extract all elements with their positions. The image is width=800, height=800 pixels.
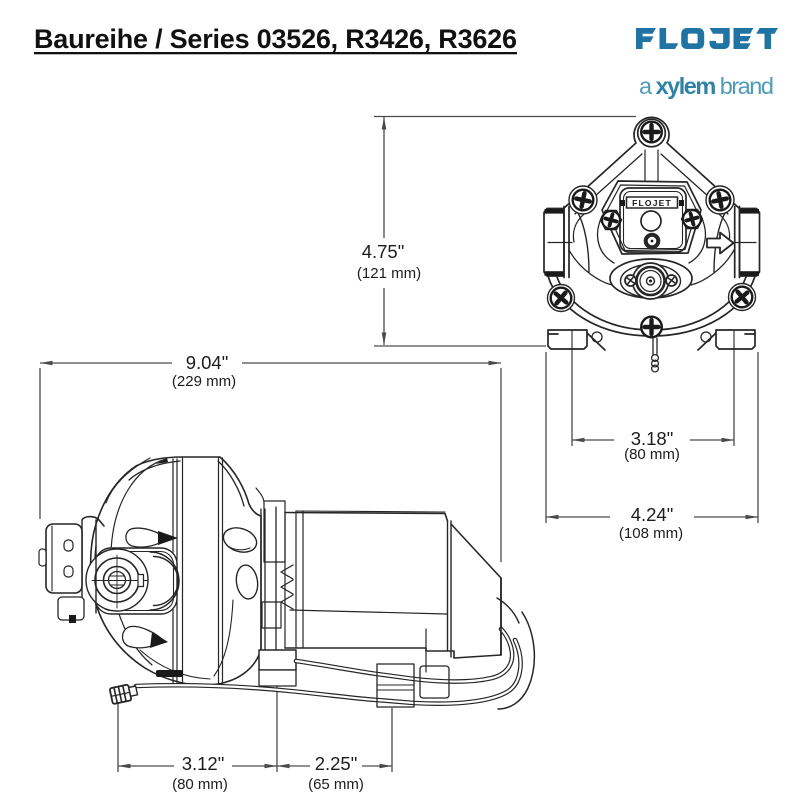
svg-text:4.24": 4.24" — [631, 504, 674, 525]
svg-text:(108 mm): (108 mm) — [619, 525, 683, 542]
svg-text:(80 mm): (80 mm) — [624, 446, 680, 463]
svg-text:4.75": 4.75" — [362, 241, 405, 262]
svg-text:(65 mm): (65 mm) — [308, 776, 364, 793]
svg-text:9.04": 9.04" — [186, 352, 229, 373]
svg-text:(229 mm): (229 mm) — [172, 373, 236, 390]
svg-text:3.12": 3.12" — [182, 753, 225, 774]
svg-text:FLOJET: FLOJET — [632, 198, 672, 208]
svg-text:3.18": 3.18" — [631, 428, 674, 449]
svg-text:Baureihe / Series 03526, R3426: Baureihe / Series 03526, R3426, R3626 — [34, 24, 517, 54]
svg-text:(80 mm): (80 mm) — [172, 776, 228, 793]
svg-text:2.25": 2.25" — [315, 753, 358, 774]
svg-text:(121 mm): (121 mm) — [357, 265, 421, 282]
svg-text:a xylem brand: a xylem brand — [639, 73, 773, 99]
